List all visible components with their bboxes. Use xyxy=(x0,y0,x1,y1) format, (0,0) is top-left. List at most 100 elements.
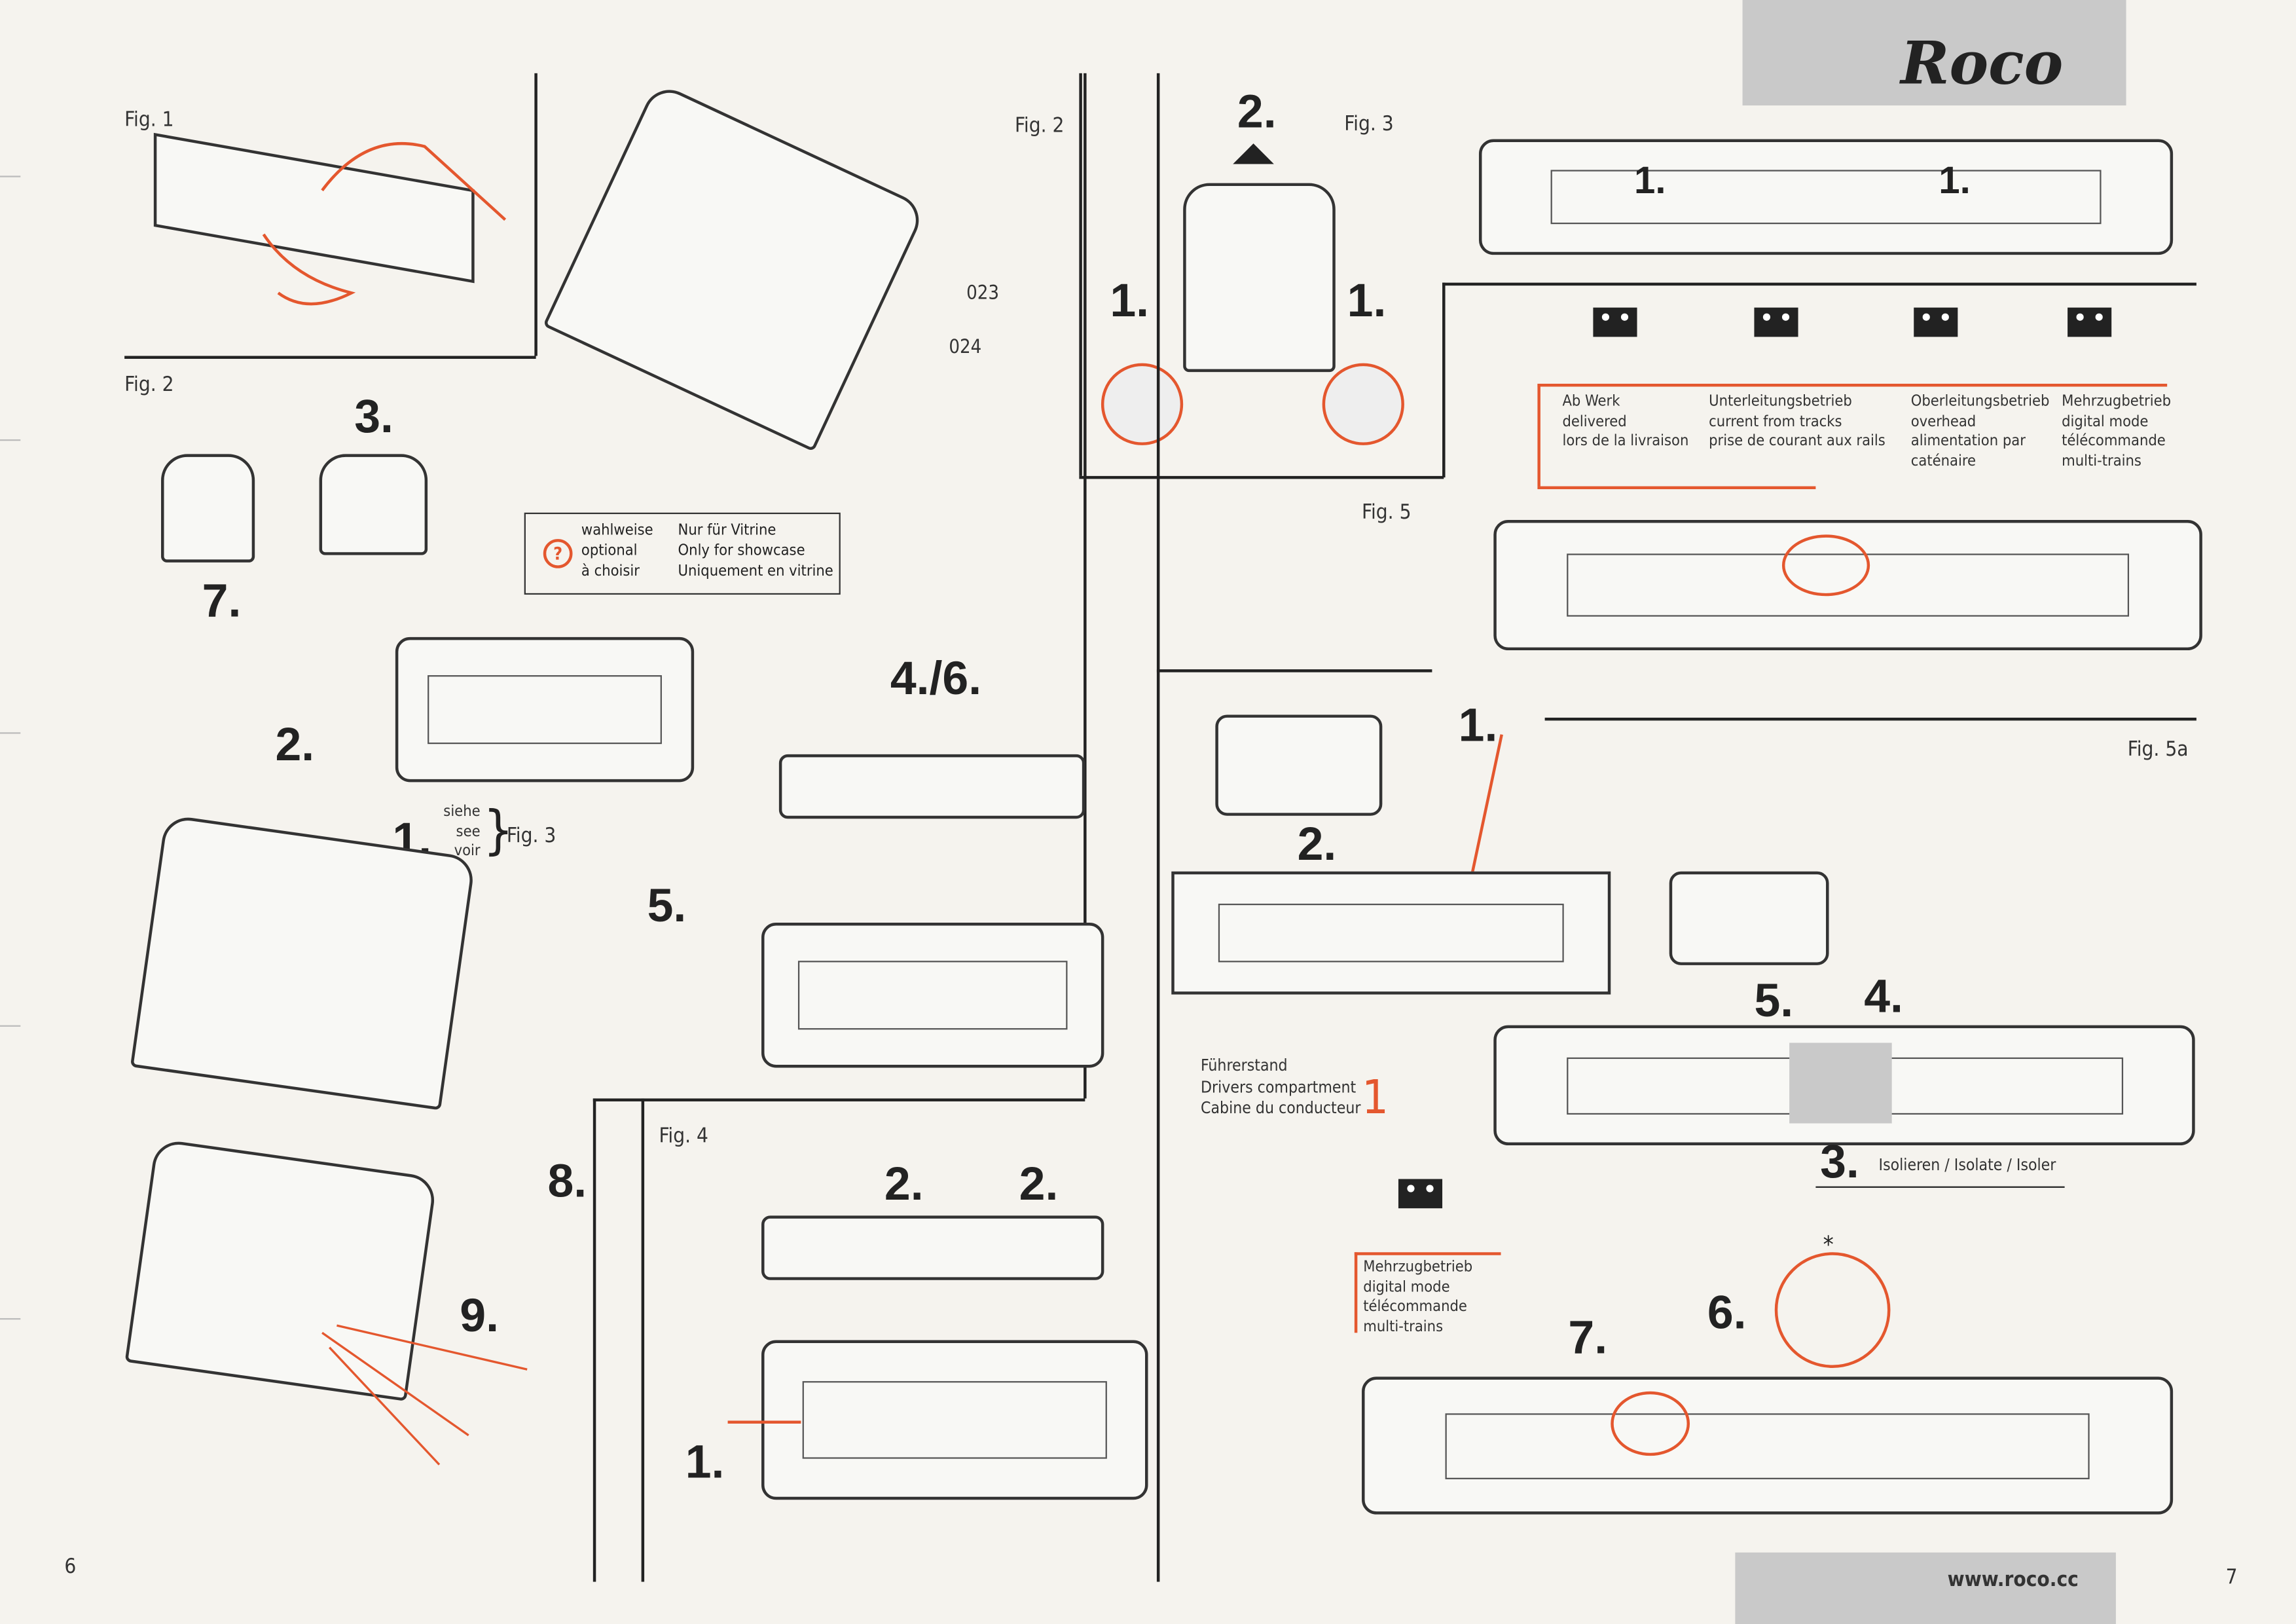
see-line: see xyxy=(456,822,481,840)
note-text: Only for showcase xyxy=(678,542,805,560)
jumper-icon xyxy=(2068,307,2112,337)
divider xyxy=(1815,1186,2065,1188)
loco-cab-illustration xyxy=(130,814,477,1111)
fig3-step-1d: 1. xyxy=(1939,158,1971,202)
fig5-label: Fig. 5 xyxy=(1362,500,1412,525)
chassis-illustration xyxy=(1478,139,2174,255)
fig4-step-2b: 2. xyxy=(1019,1156,1059,1210)
fig5a-step-6: 6. xyxy=(1707,1285,1747,1339)
margin-rule xyxy=(0,1025,21,1027)
website-link[interactable]: www.roco.cc xyxy=(1947,1568,2079,1593)
digital-text: télécommande xyxy=(1363,1297,1467,1316)
detail-circle xyxy=(1322,363,1404,445)
mode-tracks: Unterleitungsbetrieb current from tracks… xyxy=(1709,392,1886,452)
see-line: siehe xyxy=(443,802,481,821)
loco-cab-illustration xyxy=(543,81,928,452)
hand-illustration xyxy=(262,141,507,306)
chassis-illustration xyxy=(761,923,1104,1068)
mode-text: lors de la livraison xyxy=(1562,432,1689,450)
mode-text: télécommande multi-trains xyxy=(2062,432,2166,470)
brace: } xyxy=(483,801,514,862)
coupler-cover-illustration xyxy=(161,454,255,563)
fig4-step-1: 1. xyxy=(685,1435,725,1488)
digital-text: Mehrzugbetrieb xyxy=(1363,1258,1473,1276)
weight-illustration xyxy=(761,1215,1104,1280)
question-circle-icon: ? xyxy=(543,539,573,568)
mode-digital: Mehrzugbetrieb digital mode télécommande… xyxy=(2062,392,2172,471)
cab-text: Drivers compartment xyxy=(1201,1077,1357,1097)
mode-text: alimentation par caténaire xyxy=(1910,432,2026,470)
fig2-top-label: Fig. 2 xyxy=(1014,114,1065,138)
asterisk: * xyxy=(1823,1230,1834,1259)
note-text: à choisir xyxy=(581,562,640,580)
mode-delivered: Ab Werk delivered lors de la livraison xyxy=(1562,392,1688,452)
mode-text: overhead xyxy=(1910,412,1977,430)
mode-text: Unterleitungsbetrieb xyxy=(1709,392,1852,411)
divider xyxy=(534,73,537,356)
chassis-illustration xyxy=(1362,1376,2174,1515)
jumper-icon xyxy=(1398,1179,1443,1209)
fig5a-step-4: 4. xyxy=(1864,969,1903,1023)
step-3: 3. xyxy=(354,389,393,443)
margin-rule xyxy=(0,1318,21,1320)
isolate-text: Isolieren / Isolate / Isoler xyxy=(1878,1155,2056,1175)
callout-line xyxy=(1537,486,1816,489)
margin-rule xyxy=(0,439,21,441)
divider xyxy=(1084,73,1086,1099)
fig4-step-2a: 2. xyxy=(884,1156,924,1210)
cab-label: Führerstand Drivers compartment Cabine d… xyxy=(1201,1056,1360,1120)
fig4-label: Fig. 4 xyxy=(659,1124,708,1149)
fig5a-step-2: 2. xyxy=(1297,817,1337,870)
step-4-6: 4./6. xyxy=(890,652,982,705)
divider xyxy=(1544,717,2196,720)
divider xyxy=(124,356,536,358)
divider xyxy=(592,1098,1085,1101)
fig3-label: Fig. 3 xyxy=(1344,113,1394,137)
note-text: optional xyxy=(581,542,638,560)
weight-illustration xyxy=(778,754,1085,819)
detail-circle xyxy=(1611,1391,1690,1456)
mode-overhead: Oberleitungsbetrieb overhead alimentatio… xyxy=(1911,392,2050,471)
mode-text: Oberleitungsbetrieb xyxy=(1910,392,2050,411)
jumper-icon xyxy=(1914,307,1958,337)
mode-text: delivered xyxy=(1562,412,1627,430)
see-fig3-target: Fig. 3 xyxy=(506,824,556,848)
fig3-step-1c: 1. xyxy=(1634,158,1666,202)
digital-text: digital mode xyxy=(1363,1278,1450,1296)
mode-text: Mehrzugbetrieb xyxy=(2062,392,2172,411)
page-number-right: 7 xyxy=(2225,1565,2238,1589)
digital-text: multi-trains xyxy=(1363,1317,1444,1335)
mode-text: current from tracks xyxy=(1709,412,1842,430)
jumper-icon xyxy=(1593,307,1637,337)
divider xyxy=(641,1098,644,1582)
fig2-label: Fig. 2 xyxy=(124,373,174,397)
note-text: wahlweise xyxy=(581,521,653,540)
fig3-step-1b: 1. xyxy=(1347,274,1387,327)
jumper-icon xyxy=(1754,307,1798,337)
divider xyxy=(1442,282,1445,478)
step-9: 9. xyxy=(460,1289,499,1342)
cab-text: Cabine du conducteur xyxy=(1201,1098,1361,1118)
margin-rule xyxy=(0,732,21,734)
chassis-illustration xyxy=(761,1340,1148,1500)
callout-line xyxy=(1537,383,2168,386)
fig3-step-2: 2. xyxy=(1237,84,1277,138)
logo-band xyxy=(1742,0,2126,106)
step-7: 7. xyxy=(202,574,242,627)
divider xyxy=(592,1098,596,1582)
mode-text: digital mode xyxy=(2062,412,2149,430)
code-024: 024 xyxy=(949,337,982,359)
divider xyxy=(1079,73,1082,476)
optional-note: ? wahlweise optional à choisir Nur für V… xyxy=(524,512,841,595)
step-2: 2. xyxy=(275,717,315,771)
fig1-label: Fig. 1 xyxy=(124,108,174,132)
divider xyxy=(1156,669,1432,672)
isolate-area xyxy=(1789,1043,1892,1124)
detail-circle xyxy=(1781,534,1870,597)
wires-illustration xyxy=(321,1324,528,1466)
website-band xyxy=(1735,1552,2116,1624)
cab-text: Führerstand xyxy=(1201,1056,1288,1075)
fig5a-step-5: 5. xyxy=(1754,974,1794,1027)
step-5: 5. xyxy=(647,878,687,932)
